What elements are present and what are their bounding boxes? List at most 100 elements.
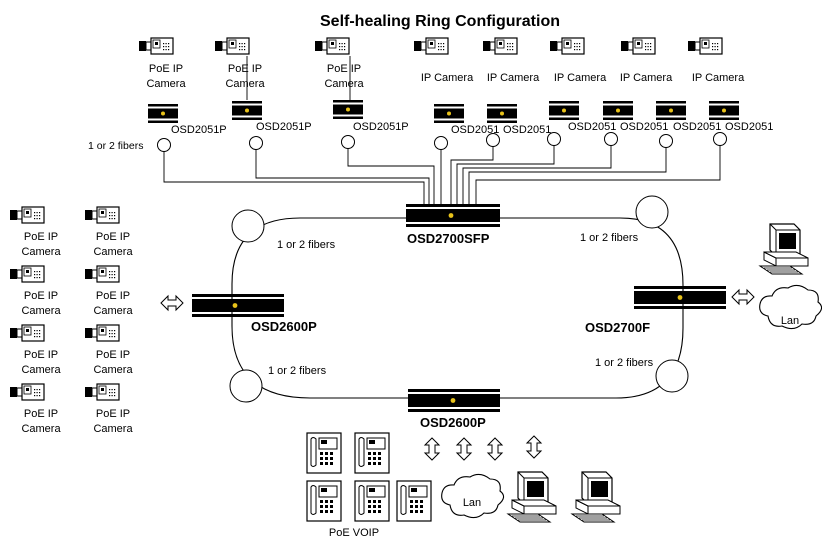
- camera-label: Camera: [93, 305, 133, 317]
- camera-label: Camera: [146, 78, 186, 90]
- camera-label: PoE IP: [96, 349, 130, 361]
- fiber-label: 1 or 2 fibers: [595, 357, 654, 369]
- switch-icon: [603, 101, 633, 120]
- camera-label: PoE IP: [24, 408, 58, 420]
- device-label: OSD2600P: [251, 319, 317, 334]
- camera-label: IP Camera: [620, 72, 673, 84]
- camera-icon: [9, 324, 45, 342]
- osd2600p-switch-left: [192, 294, 284, 317]
- computer-icon: [759, 223, 809, 275]
- fiber-coil-icon: [341, 135, 355, 149]
- computer-icon: [507, 471, 557, 523]
- fiber-coil-icon: [635, 195, 669, 229]
- fiber-label: 1 or 2 fibers: [268, 365, 327, 377]
- phone-icon: [306, 480, 342, 522]
- camera-label: Camera: [93, 246, 133, 258]
- camera-icon: [9, 206, 45, 224]
- device-label: OSD2051P: [171, 124, 227, 136]
- fiber-coil-icon: [157, 138, 171, 152]
- voip-label: PoE VOIP: [329, 527, 379, 539]
- camera-icon: [214, 37, 250, 55]
- fiber-coil-icon: [249, 136, 263, 150]
- switch-icon: [487, 104, 517, 123]
- camera-fiber-cables: [163, 145, 721, 204]
- switch-icon: [148, 104, 178, 123]
- osd2600p-switch-bottom: [408, 389, 500, 412]
- switch-icon: [709, 101, 739, 120]
- camera-label: IP Camera: [554, 72, 607, 84]
- phone-icon: [354, 432, 390, 474]
- fiber-label: 1 or 2 fibers: [88, 140, 143, 152]
- camera-label: PoE IP: [96, 231, 130, 243]
- camera-label: PoE IP: [24, 349, 58, 361]
- camera-icon: [84, 383, 120, 401]
- camera-label: Camera: [93, 423, 133, 435]
- device-label: OSD2051: [620, 121, 668, 133]
- status-led: [450, 398, 456, 403]
- camera-icon: [9, 265, 45, 283]
- device-label: OSD2051: [568, 121, 616, 133]
- camera-label: Camera: [21, 423, 61, 435]
- device-label: OSD2051: [673, 121, 721, 133]
- camera-icon: [549, 37, 585, 55]
- camera-label: PoE IP: [228, 63, 262, 75]
- phone-icon: [306, 432, 342, 474]
- camera-label: PoE IP: [327, 63, 361, 75]
- camera-icon: [620, 37, 656, 55]
- camera-icon: [84, 324, 120, 342]
- camera-icon: [482, 37, 518, 55]
- fiber-label: 1 or 2 fibers: [277, 239, 336, 251]
- computer-icon: [571, 471, 621, 523]
- switch-icon: [232, 101, 262, 120]
- camera-label: IP Camera: [692, 72, 745, 84]
- fiber-coil-icon: [659, 134, 673, 148]
- device-label: OSD2051: [503, 124, 551, 136]
- device-label: OSD2051P: [256, 121, 312, 133]
- lan-label: Lan: [463, 497, 481, 509]
- camera-label: PoE IP: [149, 63, 183, 75]
- phone-icon: [354, 480, 390, 522]
- status-led: [677, 295, 683, 300]
- bidirectional-arrow-icon: [526, 435, 542, 459]
- fiber-coil-icon: [434, 136, 448, 150]
- camera-label: PoE IP: [24, 290, 58, 302]
- fiber-coil-icon: [713, 132, 727, 146]
- bidirectional-arrow-icon: [424, 437, 440, 461]
- device-label: OSD2051P: [353, 121, 409, 133]
- camera-label: Camera: [225, 78, 265, 90]
- device-label: OSD2051: [725, 121, 773, 133]
- switch-icon: [434, 104, 464, 123]
- device-label: OSD2051: [451, 124, 499, 136]
- device-label: OSD2600P: [420, 415, 486, 430]
- camera-label: Camera: [93, 364, 133, 376]
- status-led: [448, 213, 454, 218]
- fiber-coil-icon: [229, 369, 263, 403]
- camera-label: Camera: [324, 78, 364, 90]
- device-label: OSD2700SFP: [407, 231, 490, 246]
- camera-icon: [138, 37, 174, 55]
- camera-label: IP Camera: [421, 72, 474, 84]
- fiber-coil-icon: [604, 132, 618, 146]
- switch-icon: [333, 100, 363, 119]
- bidirectional-arrow-icon: [487, 437, 503, 461]
- fiber-coil-icon: [655, 359, 689, 393]
- bidirectional-arrow-icon: [731, 289, 755, 305]
- camera-icon: [314, 37, 350, 55]
- switch-icon: [549, 101, 579, 120]
- device-label: OSD2700F: [585, 320, 650, 335]
- camera-label: Camera: [21, 246, 61, 258]
- fiber-label: 1 or 2 fibers: [580, 232, 639, 244]
- fiber-ring: [231, 217, 684, 399]
- camera-label: PoE IP: [24, 231, 58, 243]
- osd2700f-switch: [634, 286, 726, 309]
- fiber-coil-icon: [231, 209, 265, 243]
- camera-icon: [9, 383, 45, 401]
- camera-icon: [687, 37, 723, 55]
- osd2700sfp-switch: [406, 204, 500, 227]
- cloud-icon: [441, 473, 505, 519]
- bidirectional-arrow-icon: [456, 437, 472, 461]
- camera-link-lines: [246, 56, 351, 100]
- camera-icon: [84, 265, 120, 283]
